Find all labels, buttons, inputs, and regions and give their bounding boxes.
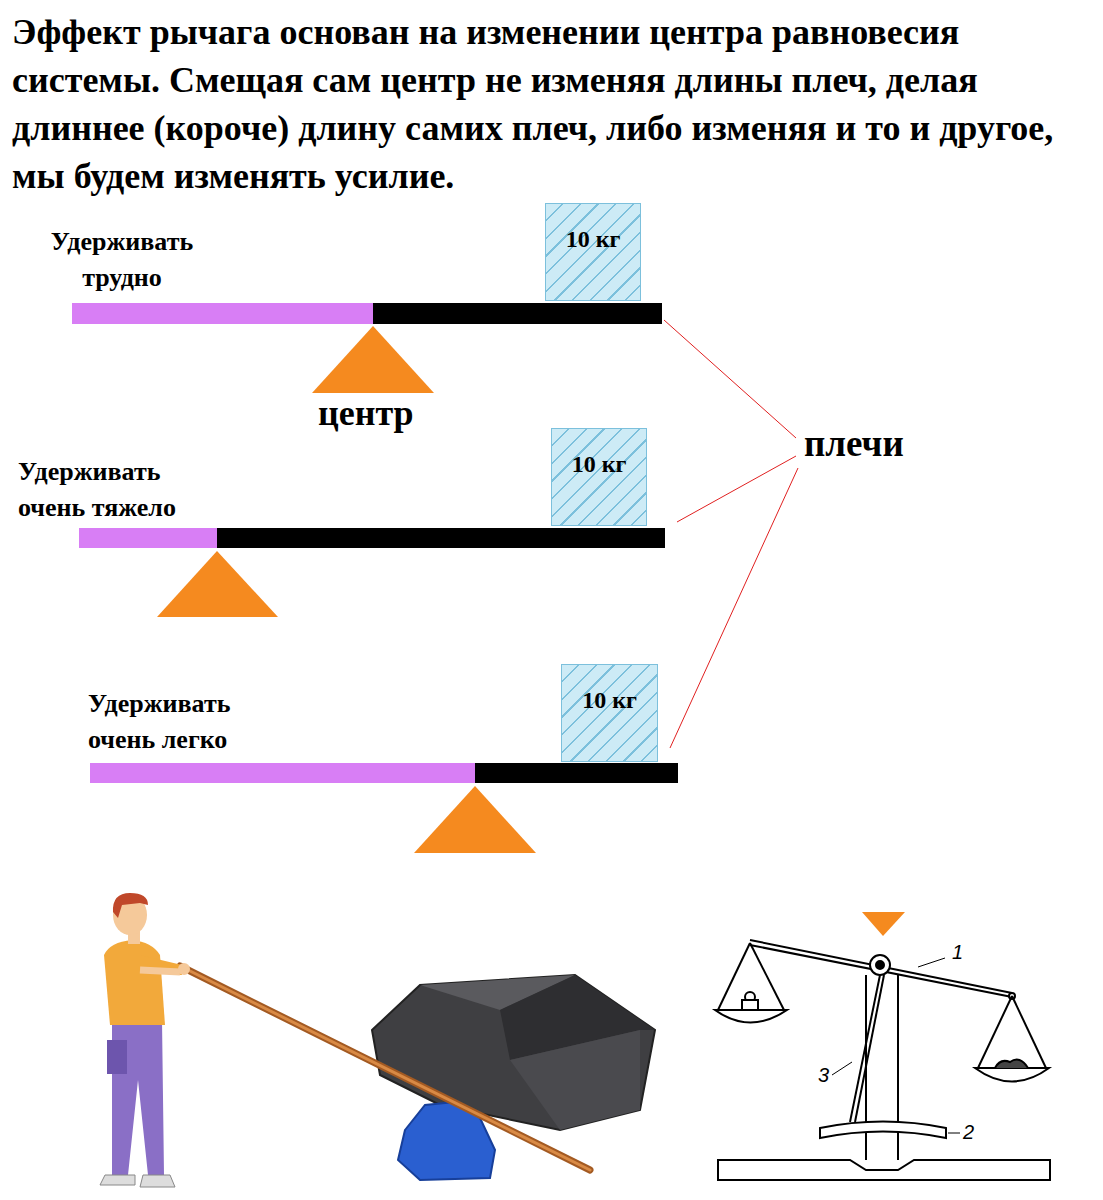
title: Эффект рычага основан на изменении центр… bbox=[12, 8, 1100, 200]
weight-label: 10 кг bbox=[562, 687, 657, 713]
fulcrum bbox=[414, 786, 536, 853]
weight-box: 10 кг bbox=[551, 428, 647, 526]
weight-label: 10 кг bbox=[546, 226, 640, 252]
weight-box: 10 кг bbox=[545, 203, 641, 301]
lever-arm bbox=[475, 763, 678, 783]
fulcrum bbox=[312, 326, 434, 393]
weight-label: 10 кг bbox=[552, 451, 646, 477]
balance-scale bbox=[715, 912, 1050, 1180]
lever-arm bbox=[79, 528, 217, 548]
lever-arm bbox=[72, 303, 373, 324]
lever-arm bbox=[217, 528, 665, 548]
callout-number: 3 bbox=[818, 1063, 829, 1087]
caption-label: Удерживать трудно bbox=[22, 224, 222, 296]
crowbar-scene bbox=[100, 893, 655, 1187]
leader-lines bbox=[664, 320, 798, 748]
caption-label: Удерживать очень легко bbox=[88, 686, 278, 758]
lever-arm bbox=[90, 763, 475, 783]
arm-label: плечи bbox=[804, 422, 904, 466]
lever-arm bbox=[373, 303, 662, 324]
fulcrum bbox=[157, 551, 278, 617]
callout-number: 1 bbox=[952, 940, 963, 964]
fulcrum-label: центр bbox=[318, 392, 414, 435]
callout-number: 2 bbox=[963, 1120, 974, 1144]
weight-box: 10 кг bbox=[561, 664, 658, 762]
caption-label: Удерживать очень тяжело bbox=[18, 454, 223, 526]
